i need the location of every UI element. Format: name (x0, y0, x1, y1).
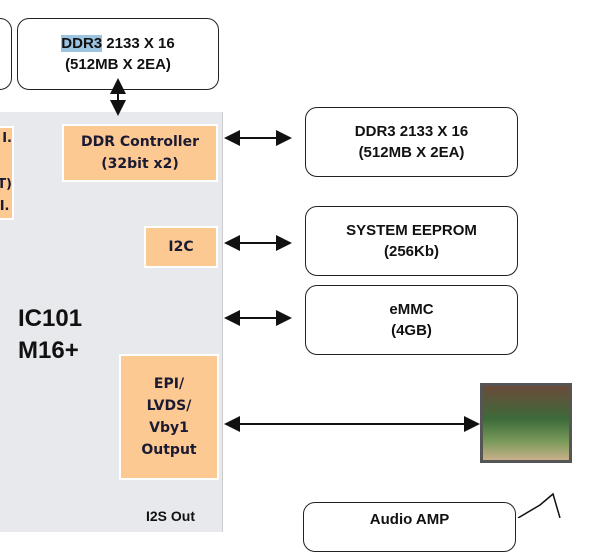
tv-panel-image (480, 383, 572, 463)
ddr-controller-block: DDR Controller(32bit x2) (62, 124, 218, 182)
eeprom-box: SYSTEM EEPROM(256Kb) (305, 206, 518, 276)
speaker-icon (517, 492, 561, 518)
connection-arrows (110, 78, 561, 518)
emmc-box: eMMC(4GB) (305, 285, 518, 355)
selected-text[interactable]: DDR3 (61, 35, 103, 52)
i2c-block: I2C (144, 226, 218, 268)
ddr-box: DDR3 2133 X 16(512MB X 2EA) (305, 107, 518, 177)
left-partial-block: I. T)I. (0, 126, 14, 220)
